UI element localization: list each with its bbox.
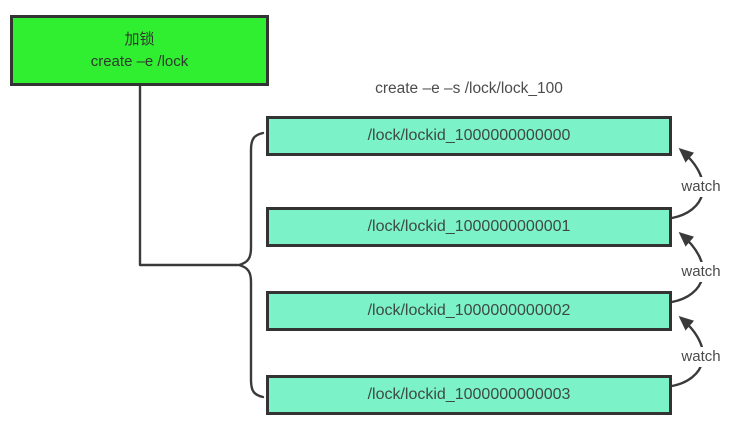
watch-label-2: watch xyxy=(674,347,728,367)
lock-node-1: /lock/lockid_1000000000001 xyxy=(266,207,672,247)
watch-label-1: watch xyxy=(674,262,728,282)
lock-node-3: /lock/lockid_1000000000003 xyxy=(266,375,672,415)
curly-brace xyxy=(237,131,265,399)
watch-label-0: watch xyxy=(674,177,728,197)
lock-box-title: 加锁 xyxy=(124,30,155,48)
lock-to-brace-connector xyxy=(138,81,240,267)
lock-node-2: /lock/lockid_1000000000002 xyxy=(266,291,672,331)
sequence-command-label: create –e –s /lock/lock_100 xyxy=(375,80,563,97)
lock-box-command: create –e /lock xyxy=(90,52,189,70)
lock-node-0: /lock/lockid_1000000000000 xyxy=(266,116,672,156)
lock-box: 加锁 create –e /lock xyxy=(10,15,269,86)
